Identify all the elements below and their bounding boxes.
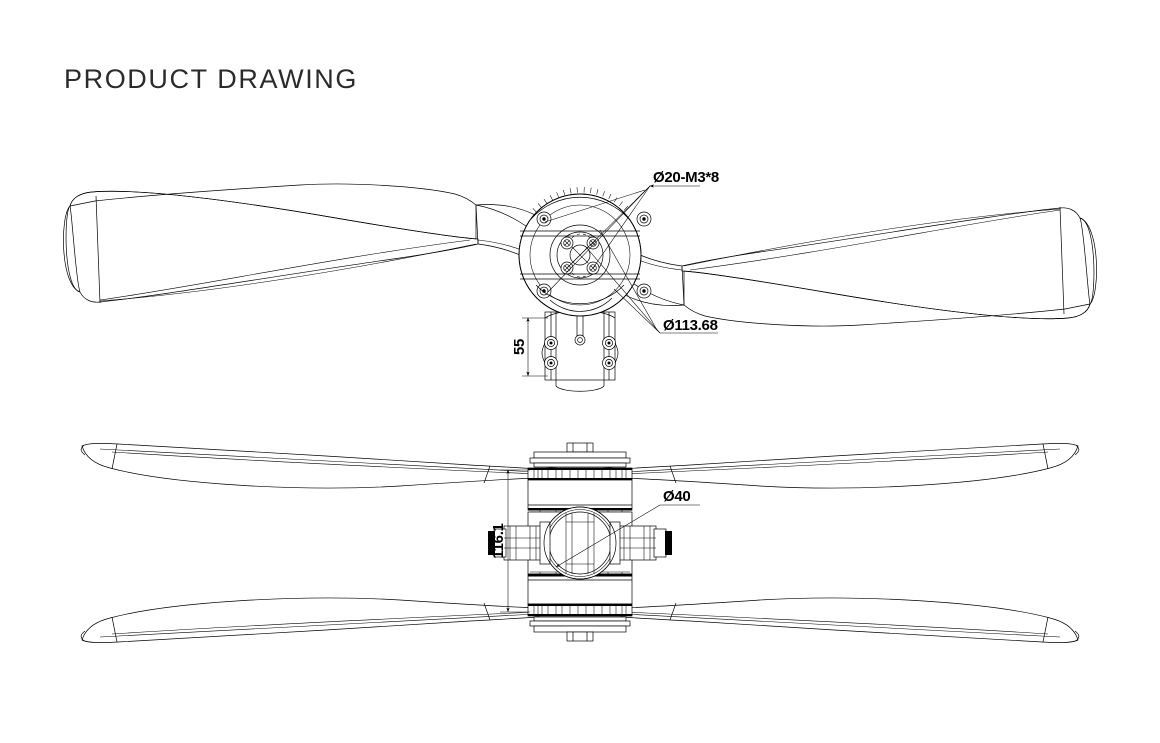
dimension-shaft-diameter: Ø40 [555,488,700,568]
side-view-blade-upper-right [597,443,1080,489]
dimension-shaft-diameter-label: Ø40 [663,488,690,505]
side-view-blade-lower-left [80,597,563,643]
dimension-assembly-height: 116.1 [490,469,530,613]
dimension-bolt-pattern: Ø20-M3*8 [544,169,719,293]
dimension-mount-height: 55 [511,317,548,377]
dimension-hub-diameter-label: Ø113.68 [663,317,718,334]
top-view: Ø20-M3*8 Ø113.68 55 [63,169,1097,392]
top-view-motor-mount [541,310,619,392]
mount-bolt-left-lower [544,356,558,370]
dimension-assembly-height-label: 116.1 [490,523,507,558]
hub-screw-ne [586,236,600,250]
hub-bolt-ne [636,211,652,227]
mount-bolt-right-lower [602,356,616,370]
hub-screw-nw [560,236,574,250]
hub-bolt-se [636,283,652,299]
top-view-blade-right [611,206,1097,327]
mount-bolt-right-upper [602,336,616,350]
top-view-blade-left [63,183,549,304]
side-view: 116.1 Ø40 [80,442,1080,643]
dimension-hub-diameter: Ø113.68 [585,229,718,334]
side-view-arm-right [609,521,672,565]
dimension-mount-height-label: 55 [511,339,528,355]
side-view-blade-lower-right [597,597,1080,643]
hub-cooling-fins [530,187,630,220]
hub-bolt-nw [536,211,552,227]
page-title: PRODUCT DRAWING [64,64,358,94]
dimension-bolt-pattern-label: Ø20-M3*8 [653,169,719,186]
side-view-motor-body [488,442,672,642]
top-view-motor-hub [518,187,652,317]
side-view-blade-upper-left [80,443,563,489]
mount-bolt-left-upper [544,336,558,350]
side-view-arm-left [488,521,551,565]
